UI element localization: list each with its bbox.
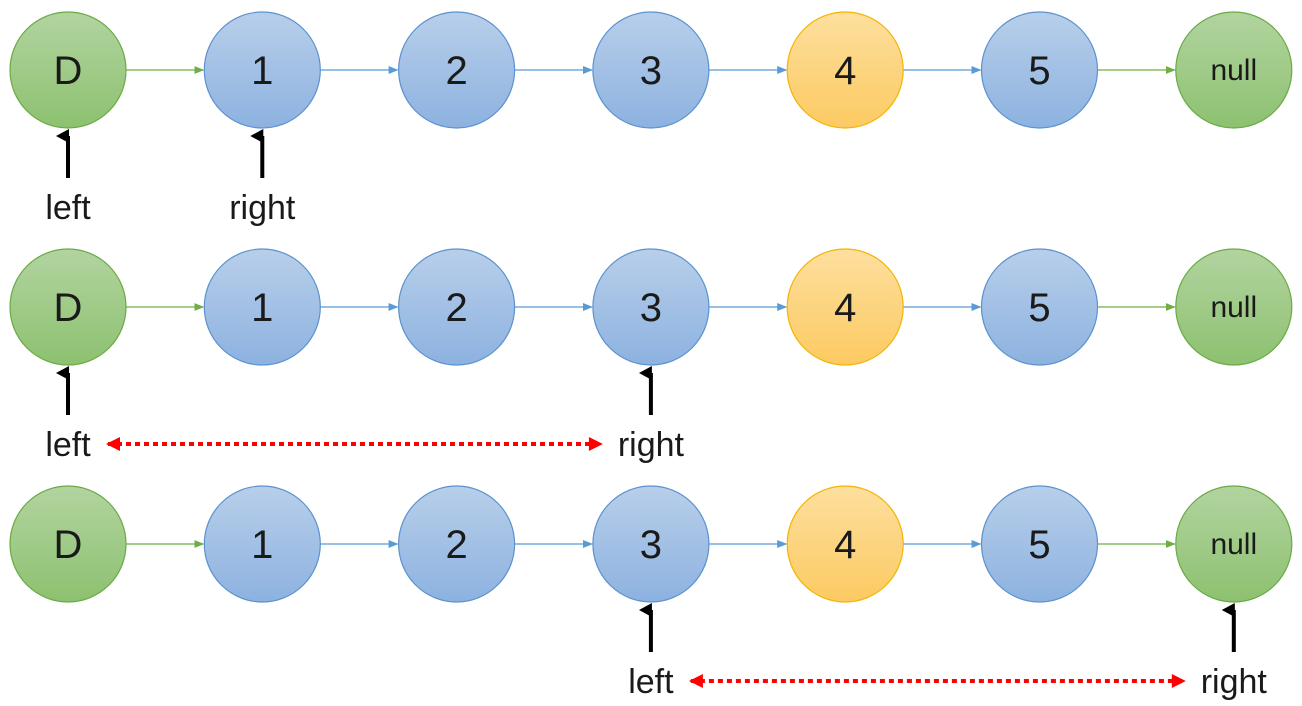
list-node-d: D [9,11,127,129]
node-label: 1 [251,49,273,93]
gap-indicator-left-head [688,674,703,688]
node-label: 3 [640,49,662,93]
list-node-null: null [1175,248,1293,366]
node-circle [203,11,321,129]
list-node-2: 2 [398,248,516,366]
list-node-3: 3 [592,11,710,129]
node-circle [592,11,710,129]
node-circle [980,485,1099,603]
list-node-2: 2 [398,11,516,129]
pointer-label-left: left [45,426,91,464]
list-node-5: 5 [980,485,1099,603]
pointer-label-right: right [618,426,685,464]
node-circle [9,11,127,129]
node-circle [980,11,1099,129]
list-node-3: 3 [592,248,710,366]
list-node-4: 4 [786,485,904,603]
list-node-d: D [9,485,127,603]
node-label: 2 [445,523,467,567]
list-node-2: 2 [398,485,516,603]
node-label: 4 [834,286,856,330]
pointer-label-right: right [1201,663,1268,701]
node-circle [9,248,127,366]
list-node-null: null [1175,11,1293,129]
node-circle [398,485,516,603]
diagram-row-3: D 1 2 3 4 5 null left right [9,485,1293,701]
gap-indicator-right-head [1171,674,1186,688]
node-label: 5 [1028,49,1050,93]
node-circle [1175,485,1293,603]
pointer-label-right: right [229,189,296,227]
gap-indicator-right-head [588,437,603,451]
node-circle [592,485,710,603]
node-label: null [1210,291,1257,324]
diagram-row-2: D 1 2 3 4 5 null left right [9,248,1293,464]
node-label: 2 [445,49,467,93]
node-circle [398,248,516,366]
node-label: 1 [251,286,273,330]
node-circle [203,248,321,366]
node-label: D [54,523,83,567]
node-label: 4 [834,49,856,93]
list-node-d: D [9,248,127,366]
node-circle [786,485,904,603]
node-circle [9,485,127,603]
node-circle [203,485,321,603]
node-circle [398,11,516,129]
node-circle [592,248,710,366]
gap-indicator-left-head [106,437,120,451]
node-label: 5 [1028,286,1050,330]
node-label: D [54,286,83,330]
node-circle [1175,248,1293,366]
node-circle [1175,11,1293,129]
list-node-1: 1 [203,248,321,366]
node-label: D [54,49,83,93]
node-circle [786,11,904,129]
node-circle [786,248,904,366]
node-label: 2 [445,286,467,330]
list-node-1: 1 [203,485,321,603]
pointer-label-left: left [628,663,674,701]
node-label: 4 [834,523,856,567]
diagram-row-1: D 1 2 3 4 5 null left right [9,11,1293,227]
node-label: 3 [640,286,662,330]
pointer-label-left: left [45,189,91,227]
list-node-4: 4 [786,11,904,129]
list-node-5: 5 [980,11,1099,129]
node-label: 1 [251,523,273,567]
node-label: 3 [640,523,662,567]
node-label: 5 [1028,523,1050,567]
list-node-3: 3 [592,485,710,603]
list-node-1: 1 [203,11,321,129]
node-label: null [1210,54,1257,87]
node-label: null [1210,528,1257,561]
list-node-5: 5 [980,248,1099,366]
list-node-4: 4 [786,248,904,366]
list-node-null: null [1175,485,1293,603]
node-circle [980,248,1099,366]
